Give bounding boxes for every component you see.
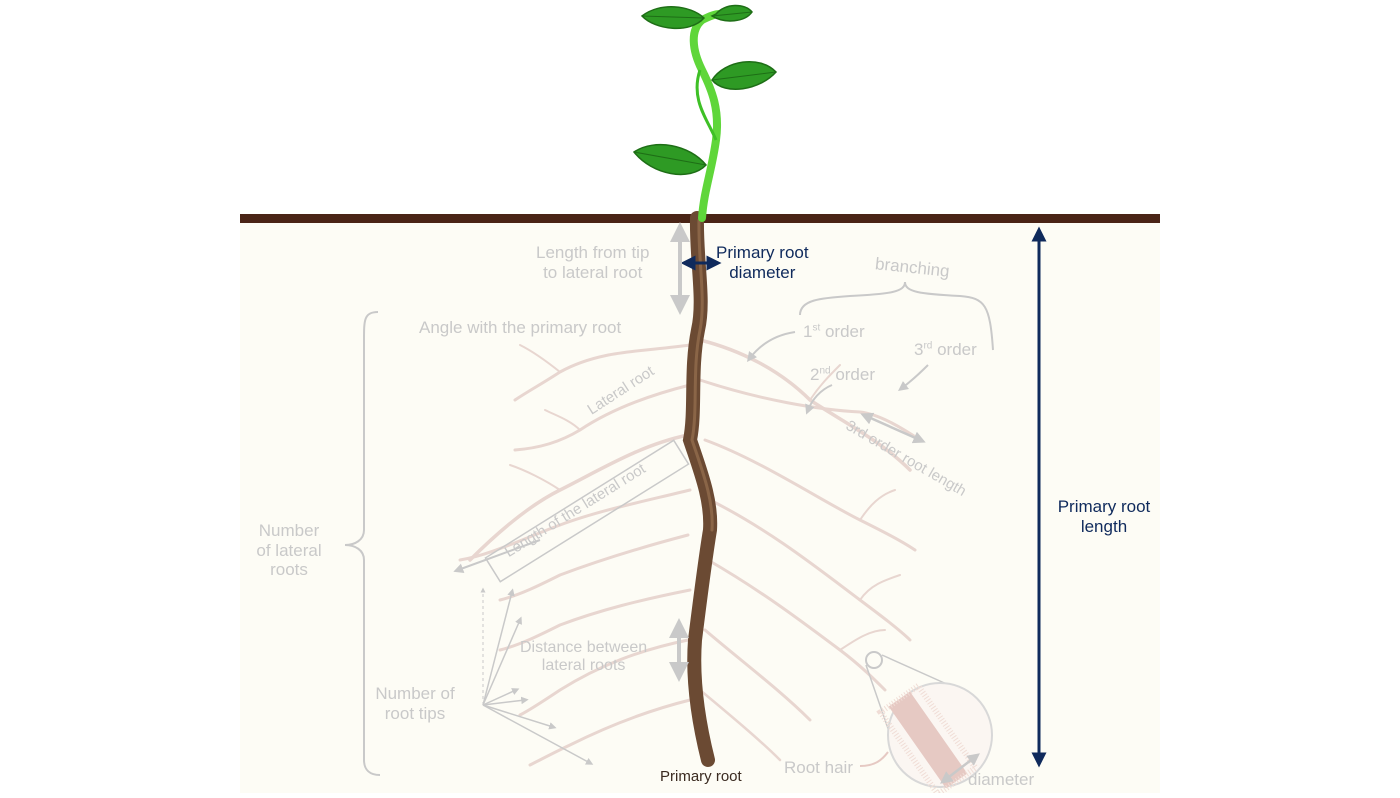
faint-annotations <box>344 222 994 776</box>
root-hair-magnifier <box>876 681 993 798</box>
second-order-label: 2nd order <box>810 365 876 384</box>
primary-root-label: Primary root <box>660 768 742 785</box>
primary-root <box>682 211 718 767</box>
root-hair-label: Root hair <box>784 758 853 777</box>
first-order-label: 1st order <box>803 322 865 341</box>
plant-stem <box>689 10 724 222</box>
angle-label: Angle with the primary root <box>419 318 622 337</box>
lateral-roots <box>458 338 922 767</box>
leaves <box>632 4 778 176</box>
third-order-label: 3rd order <box>914 340 977 359</box>
root-hair-diameter-label: diameter <box>968 770 1035 789</box>
